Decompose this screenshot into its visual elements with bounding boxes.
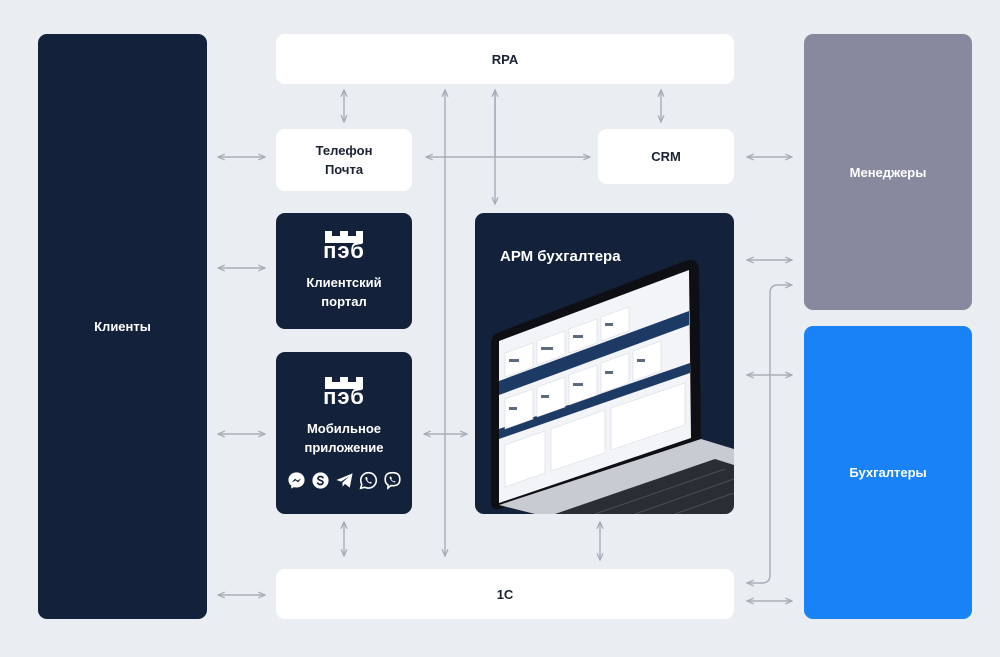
rpa-block: RPA: [276, 34, 734, 84]
client-portal-block: пэб Клиентский портал: [276, 213, 412, 329]
portal-label-line2: портал: [321, 294, 367, 309]
arm-block: АРМ бухгалтера: [475, 213, 734, 514]
viber-icon: [383, 471, 401, 490]
telegram-icon: [335, 472, 353, 488]
portal-label-line1: Клиентский: [306, 275, 382, 290]
mobile-label-line2: приложение: [304, 439, 384, 455]
messenger-icons: [287, 471, 402, 490]
arrow-1c-managers-curve: [747, 285, 792, 583]
phone-mail-block: Телефон Почта: [276, 129, 412, 191]
mobile-label-line1: Мобильное: [306, 420, 382, 436]
messenger-icon: [287, 471, 305, 489]
rpa-label: RPA: [491, 51, 519, 67]
onec-label: 1С: [496, 586, 514, 602]
laptop-illustration: [491, 260, 734, 514]
managers-label: Менеджеры: [849, 164, 927, 180]
accountants-label: Бухгалтеры: [849, 465, 927, 480]
portal-logo-text: пэб: [323, 238, 365, 263]
accountants-block: Бухгалтеры: [804, 326, 972, 619]
managers-block: Менеджеры: [804, 34, 972, 310]
mobile-app-block: пэб Мобильное приложение: [276, 352, 412, 514]
clients-label: Клиенты: [94, 319, 151, 334]
whatsapp-icon: [359, 471, 377, 489]
onec-block: 1С: [276, 569, 734, 619]
crown-logo-icon: [325, 376, 363, 389]
mail-label: Почта: [324, 162, 364, 177]
crown-logo-icon: [325, 231, 363, 243]
arm-title: АРМ бухгалтера: [500, 248, 621, 265]
mobile-logo-text: пэб: [323, 383, 365, 409]
crm-label: CRM: [651, 149, 681, 164]
phone-label: Телефон: [315, 143, 373, 158]
crm-block: CRM: [598, 129, 734, 184]
skype-icon: [311, 471, 329, 489]
clients-block: Клиенты: [38, 34, 207, 619]
